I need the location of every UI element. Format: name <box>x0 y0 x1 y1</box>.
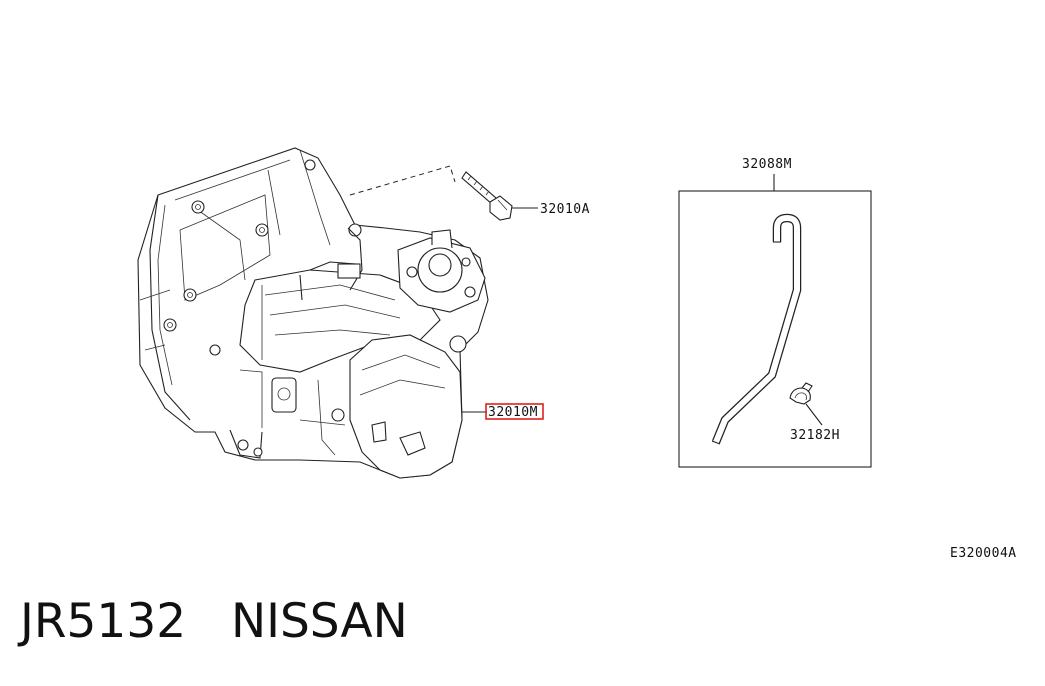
bolt-axis-dashed <box>349 165 456 196</box>
label-transmission-32010m: 32010M <box>488 405 538 420</box>
label-breather-kit-32088m: 32088M <box>742 157 792 172</box>
breather-kit-box <box>678 190 872 468</box>
highlight-box-32010m <box>485 403 544 420</box>
clip-leader-line <box>805 403 823 426</box>
bolt-32010a <box>461 171 513 221</box>
part-number-caption: JR5132 NISSAN <box>20 594 408 649</box>
breather-hose <box>711 213 802 445</box>
label-figure-code: E320004A <box>950 546 1017 561</box>
label-bolt-32010a: 32010A <box>540 202 590 217</box>
transmission-assembly <box>137 147 489 479</box>
label-clip-32182h: 32182H <box>790 428 840 443</box>
hose-clip <box>789 382 813 405</box>
